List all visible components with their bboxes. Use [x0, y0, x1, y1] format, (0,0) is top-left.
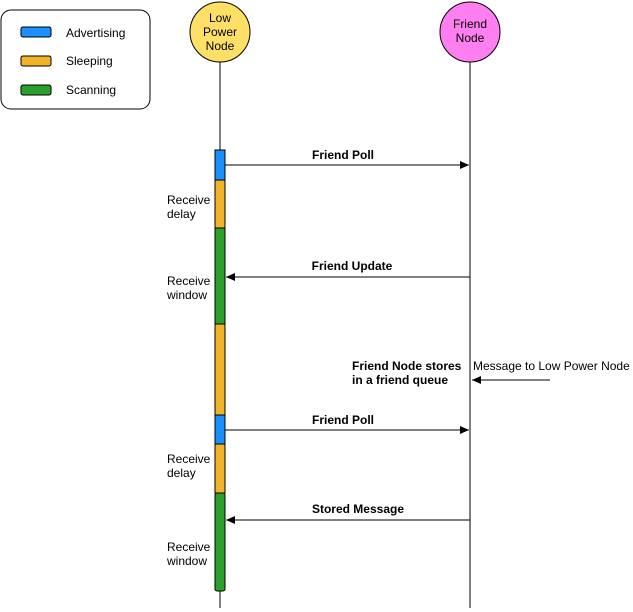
activation-scanning-2	[214, 492, 226, 592]
low-power-node-circle	[189, 1, 251, 63]
note-receive-window-1-line1: Receive	[167, 274, 211, 288]
participant-low-power-node: Low Power Node	[189, 1, 251, 63]
note-receive-delay-1-line1: Receive	[167, 193, 211, 207]
low-power-node-label-2: Power	[203, 25, 237, 39]
legend-label-scanning: Scanning	[66, 83, 116, 97]
activation-sleeping-2	[214, 323, 226, 416]
low-power-node-label-1: Low	[209, 11, 231, 25]
activation-advertising-2	[214, 414, 226, 445]
note-receive-window-2-line1: Receive	[167, 540, 211, 554]
legend-swatch-advertising	[20, 26, 52, 38]
label-stored-message: Stored Message	[312, 502, 404, 516]
message-external: Message to Low Power Node	[472, 359, 630, 384]
note-receive-window-2-line2: window	[166, 554, 207, 568]
message-friend-poll-2: Friend Poll	[225, 413, 469, 434]
label-friend-poll-2: Friend Poll	[312, 413, 374, 427]
message-friend-poll-1: Friend Poll	[225, 148, 469, 169]
note-friend-store-line2: in a friend queue	[352, 373, 448, 387]
participant-friend-node: Friend Node	[439, 1, 501, 63]
message-friend-update: Friend Update	[226, 259, 470, 281]
legend: Advertising Sleeping Scanning	[0, 9, 151, 110]
friend-node-label-2: Node	[456, 31, 485, 45]
friend-node-circle	[439, 1, 501, 63]
activation-scanning-1	[214, 227, 226, 325]
activation-advertising-1	[214, 149, 226, 181]
note-receive-delay-2-line1: Receive	[167, 452, 211, 466]
note-receive-delay-1-line2: delay	[167, 207, 196, 221]
activation-sleeping-1	[214, 179, 226, 229]
label-friend-poll-1: Friend Poll	[312, 148, 374, 162]
legend-swatch-scanning	[20, 84, 52, 96]
activation-sleeping-3	[214, 443, 226, 494]
low-power-node-label-3: Node	[206, 39, 235, 53]
legend-label-advertising: Advertising	[66, 26, 125, 40]
message-stored: Stored Message	[226, 502, 470, 524]
friend-node-label-1: Friend	[453, 17, 487, 31]
note-receive-delay-2-line2: delay	[167, 466, 196, 480]
legend-label-sleeping: Sleeping	[66, 54, 113, 68]
activation-bars	[214, 149, 226, 592]
label-external-message: Message to Low Power Node	[473, 359, 630, 373]
note-friend-store-line1: Friend Node stores	[352, 359, 462, 373]
label-friend-update: Friend Update	[312, 259, 393, 273]
legend-swatch-sleeping	[20, 55, 52, 67]
note-receive-window-1-line2: window	[166, 288, 207, 302]
